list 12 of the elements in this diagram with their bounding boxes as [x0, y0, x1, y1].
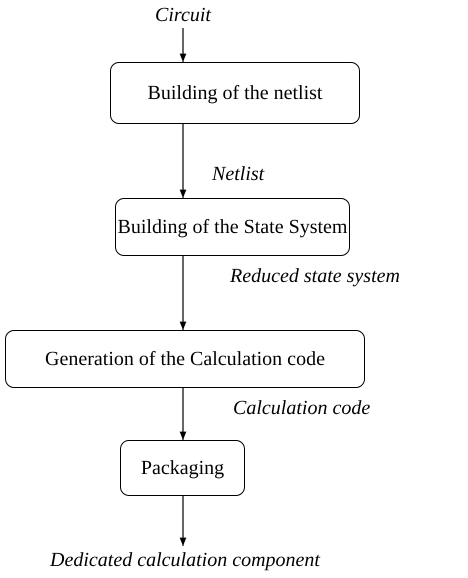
edge-label: Reduced state system — [230, 265, 400, 288]
flow-text: Circuit — [133, 2, 233, 28]
flow-text: Dedicated calculation component — [20, 546, 350, 574]
process-box: Packaging — [120, 440, 245, 496]
arrow — [180, 124, 186, 198]
process-box: Building of the State System — [115, 198, 350, 256]
process-box: Building of the netlist — [110, 62, 360, 124]
arrow — [180, 496, 186, 546]
arrow — [180, 256, 186, 330]
arrow — [180, 28, 186, 62]
process-box: Generation of the Calculation code — [5, 330, 365, 388]
arrow — [180, 388, 186, 440]
